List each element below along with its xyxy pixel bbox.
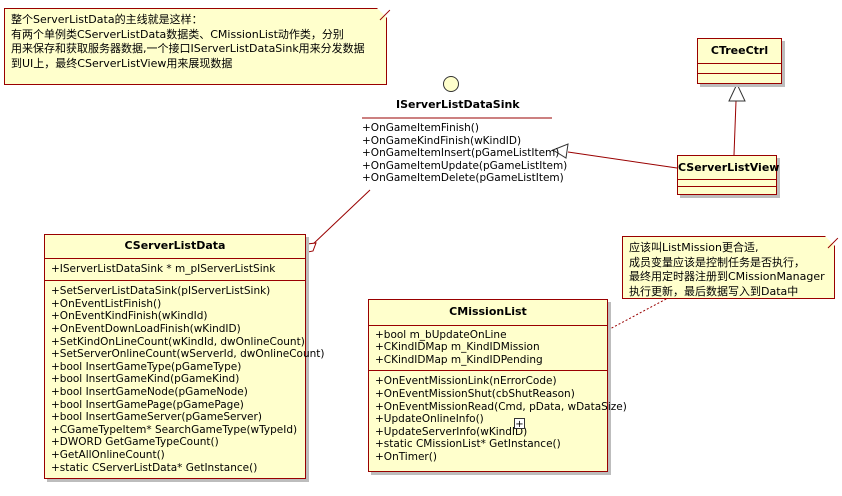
- operation: +OnEventDownLoadFinish(wKindID): [51, 322, 241, 335]
- operation: +SetServerListDataSink(pIServerListSink): [51, 285, 271, 298]
- operation: +OnEventListFinish(): [51, 297, 162, 310]
- operation: +SetServerOnlineCount(wServerId, dwOnlin…: [51, 348, 325, 361]
- realization-arrow-icon: [551, 143, 569, 159]
- class-operations-section: [698, 72, 781, 83]
- attribute: +bool m_bUpdateOnLine: [375, 328, 507, 341]
- class-name: CTreeCtrl: [710, 44, 769, 57]
- class-operations-section: +OnEventMissionLink(nErrorCode) +OnEvent…: [369, 370, 627, 467]
- operation: +static CServerListData* GetInstance(): [51, 461, 258, 474]
- operation: +DWORD GetGameTypeCount(): [51, 436, 219, 449]
- operation: +bool InsertGamePage(pGamePage): [51, 398, 244, 411]
- operation: +bool InsertGameType(pGameType): [51, 360, 242, 373]
- generalization-line: [733, 100, 737, 156]
- operation: +OnGameItemDelete(pGameListItem): [362, 172, 564, 185]
- operation: +OnGameItemUpdate(pGameListItem): [362, 159, 568, 172]
- operation: +UpdateOnlineInfo(): [375, 413, 484, 426]
- note-anchor-line: [607, 297, 669, 331]
- attribute: +IServerListDataSink * m_pIServerListSin…: [51, 262, 276, 275]
- class-attributes-section: [678, 178, 776, 186]
- note-mission-line: 执行更新，最后数据写入到Data中: [629, 284, 799, 298]
- note-mission-line: 应该叫ListMission更合适,: [629, 241, 759, 254]
- expand-handle-icon[interactable]: +: [514, 418, 525, 430]
- operation: +bool InsertGameNode(pGameNode): [51, 385, 248, 398]
- operation: +CGameTypeItem* SearchGameType(wTypeId): [51, 423, 298, 436]
- operation: +OnEventKindFinish(wKindId): [51, 310, 208, 323]
- class-attributes-section: [698, 62, 781, 73]
- note-main: 整个ServerListData的主线就是这样： 有两个单例类CServerLi…: [4, 8, 391, 85]
- operation: +UpdateServerInfo(wKindID): [375, 425, 528, 438]
- operation: +bool InsertGameKind(pGameKind): [51, 373, 240, 386]
- interface-operations: +OnGameItemFinish() +OnGameKindFinish(wK…: [362, 122, 567, 185]
- operation: +static CMissionList* GetInstance(): [375, 438, 561, 451]
- attribute: +CKindIDMap m_KindIDPending: [375, 353, 543, 366]
- class-ctreectrl[interactable]: CTreeCtrl: [697, 38, 782, 84]
- operation: +OnGameItemInsert(pGameListItem): [362, 147, 560, 160]
- interface-lollipop-icon: [443, 76, 459, 92]
- class-cserverlistview[interactable]: CServerListView: [677, 155, 780, 195]
- generalization-arrow-icon: [728, 82, 746, 102]
- class-cserverlistdata[interactable]: CServerListData +IServerListDataSink * m…: [44, 234, 325, 479]
- operation: +OnEventMissionRead(Cmd, pData, wDataSiz…: [375, 400, 627, 413]
- operation: +SetKindOnLineCount(wKindId, dwOnlineCou…: [51, 335, 305, 348]
- class-attributes-section: +bool m_bUpdateOnLine +CKindIDMap m_Kind…: [369, 324, 607, 371]
- class-name: CMissionList: [449, 305, 527, 318]
- class-operations-section: [678, 185, 776, 193]
- class-attributes-section: +IServerListDataSink * m_pIServerListSin…: [45, 257, 305, 281]
- class-name: CServerListView: [678, 161, 780, 174]
- note-main-line: 有两个单例类CServerListData数据类、CMissionList动作类…: [11, 27, 344, 41]
- note-mission-line: 成员变量应该是控制任务是否执行，: [629, 255, 805, 269]
- aggregation-line: [310, 189, 371, 247]
- note-mission-line: 最终用定时器注册到CMissionManager: [629, 270, 825, 283]
- class-name: CServerListData: [124, 239, 226, 252]
- operation: +OnEventMissionShut(cbShutReason): [375, 387, 575, 400]
- interface-name: IServerListDataSink: [396, 98, 520, 111]
- class-operations-section: +SetServerListDataSink(pIServerListSink)…: [45, 280, 325, 478]
- realization-line: [567, 151, 678, 169]
- note-main-line: 整个ServerListData的主线就是这样：: [11, 13, 203, 26]
- operation: +OnGameItemFinish(): [362, 122, 479, 134]
- operation: +GetAllOnlineCount(): [51, 448, 165, 461]
- note-main-line: 用来保存和获取服务器数据,一个接口IServerListDataSink用来分发…: [11, 42, 365, 55]
- operation: +OnGameKindFinish(wKindID): [362, 134, 522, 147]
- class-cmissionlist[interactable]: CMissionList +bool m_bUpdateOnLine +CKin…: [368, 299, 627, 472]
- operation: +OnTimer(): [375, 450, 437, 463]
- operation: +OnEventMissionLink(nErrorCode): [375, 375, 557, 388]
- attribute: +CKindIDMap m_KindIDMission: [375, 341, 540, 354]
- operation: +bool InsertGameServer(pGameServer): [51, 411, 262, 424]
- note-mission: 应该叫ListMission更合适, 成员变量应该是控制任务是否执行， 最终用定…: [622, 236, 839, 299]
- note-main-line: 到UI上，最终CServerListView用来展现数据: [11, 56, 233, 70]
